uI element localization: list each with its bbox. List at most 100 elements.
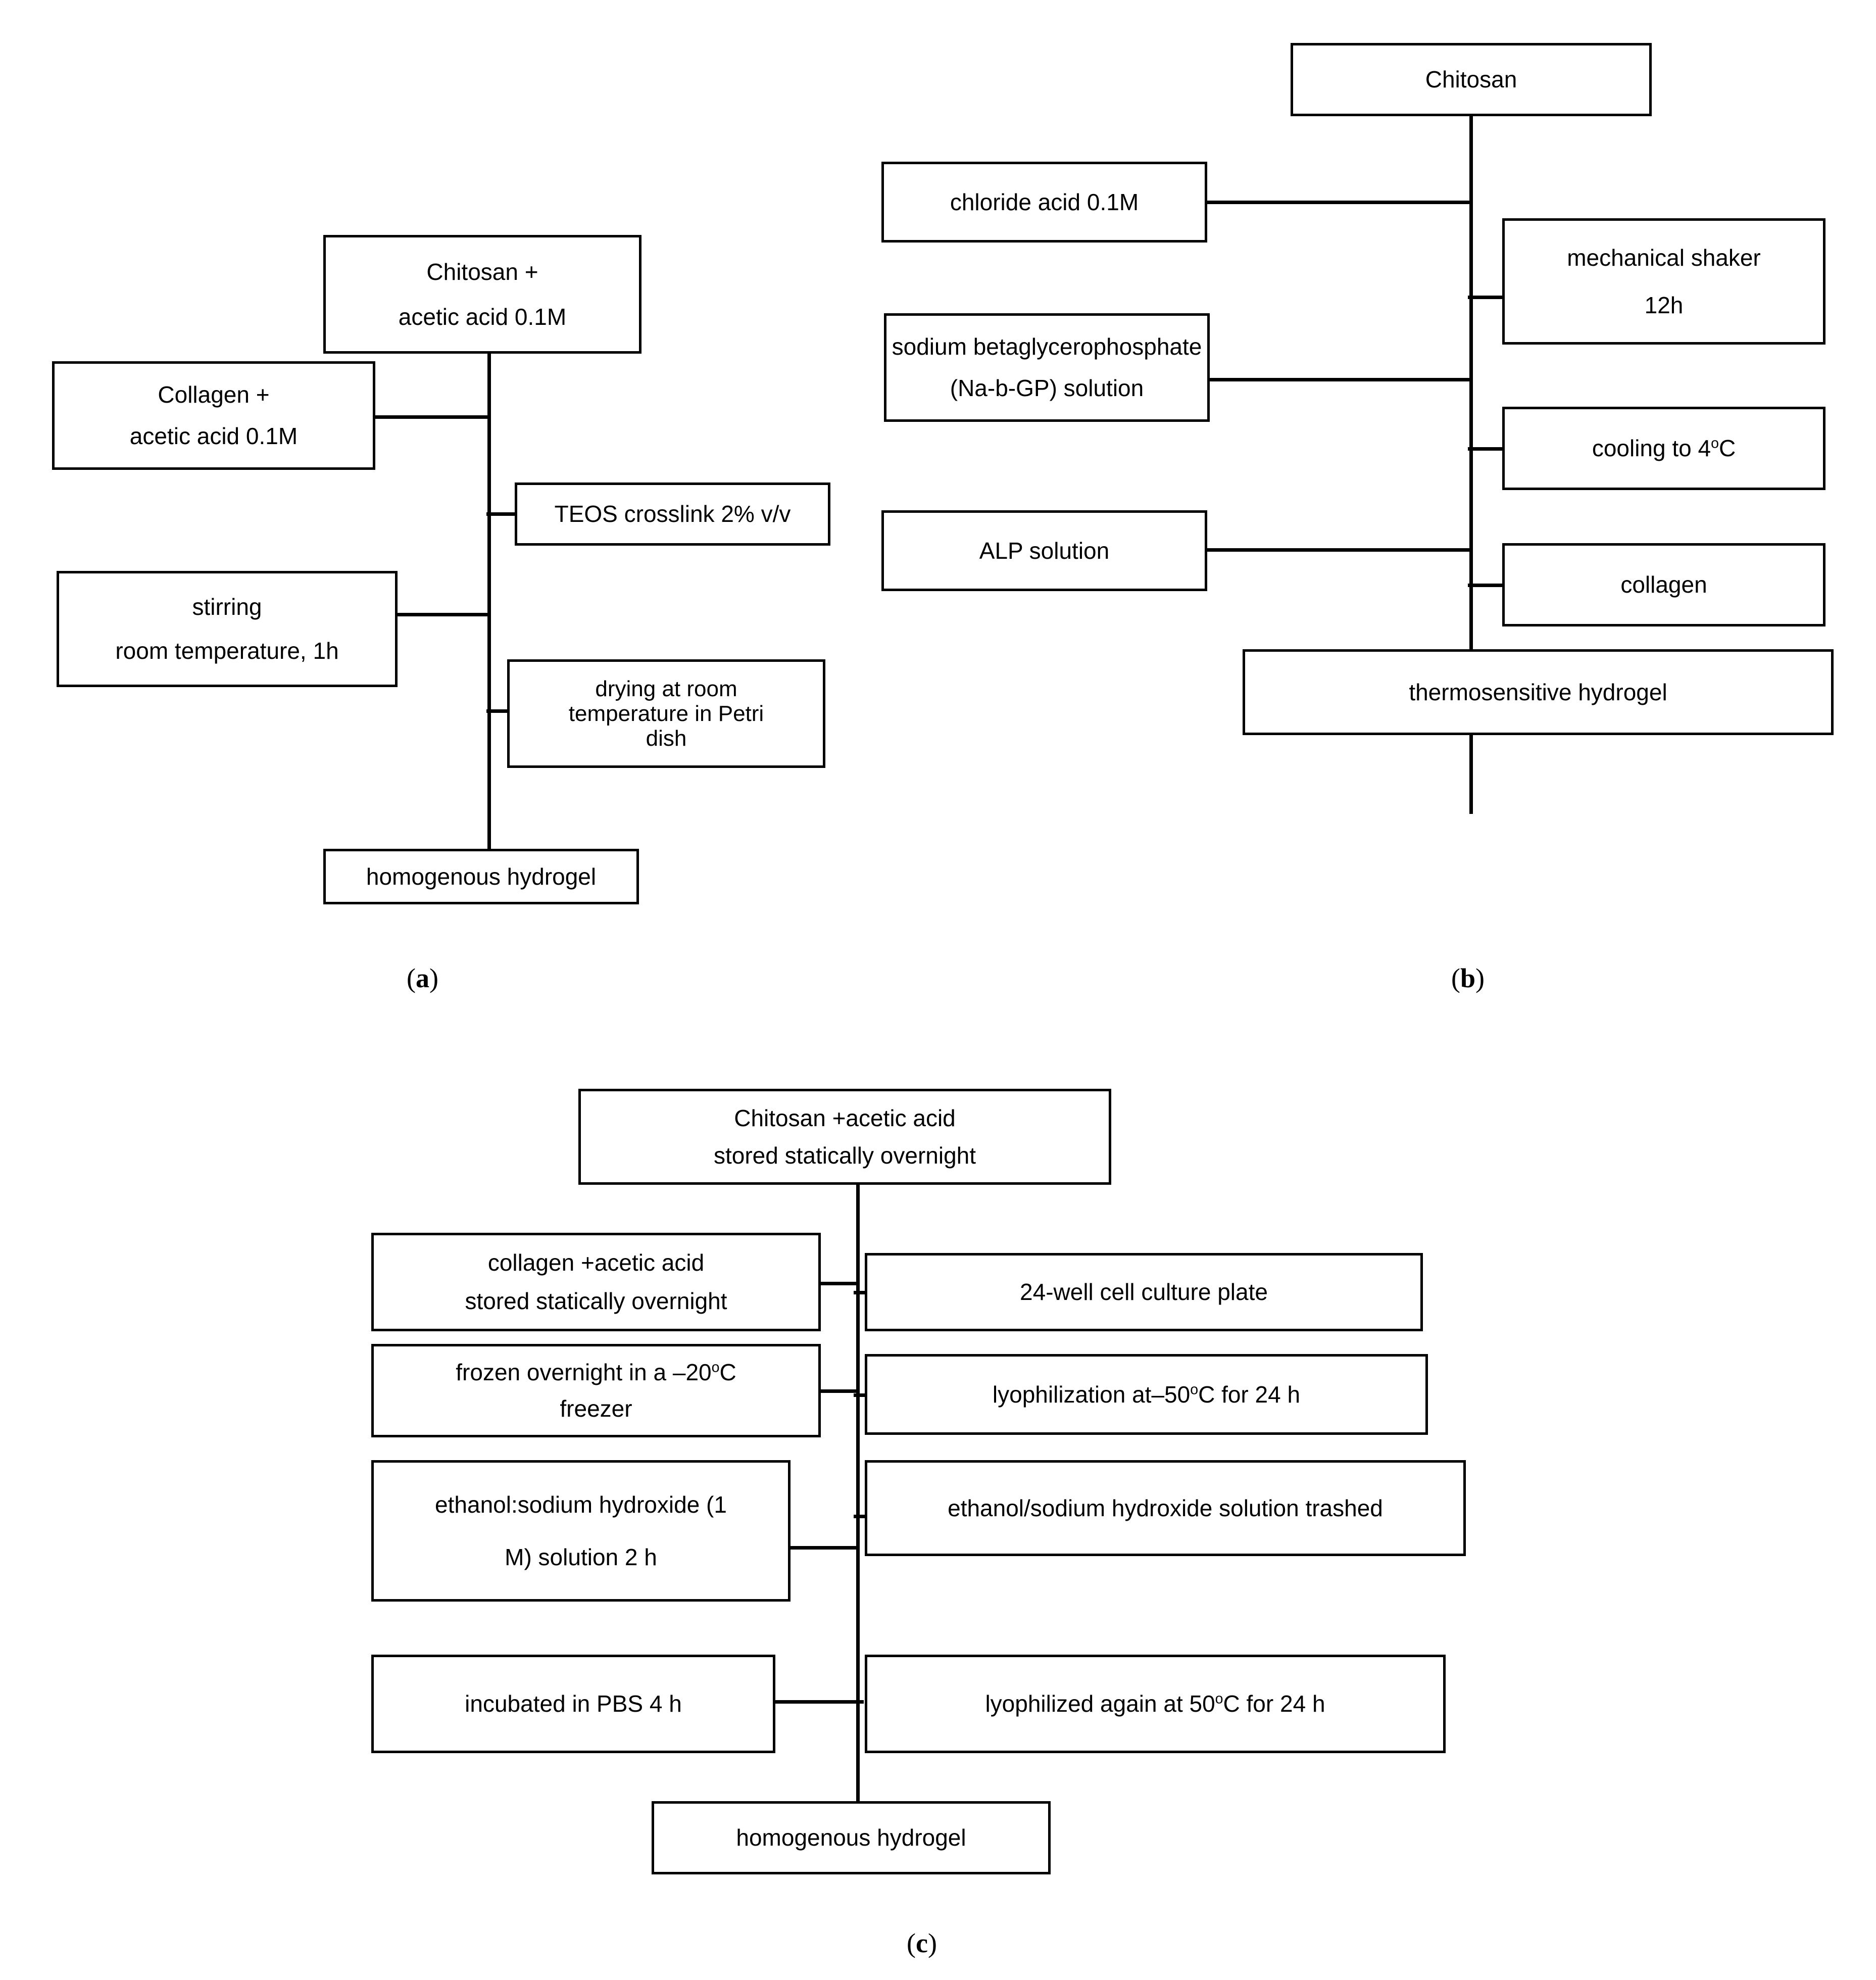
node-line: homogenous hydrogel bbox=[366, 863, 597, 890]
node-drying-petri-dish: drying at room temperature in Petri dish bbox=[507, 659, 825, 768]
lyo1-text: lyophilization at–50 bbox=[992, 1381, 1191, 1408]
node-lyophilization-2: lyophilized again at 50oC for 24 h bbox=[865, 1655, 1446, 1753]
node-line: incubated in PBS 4 h bbox=[465, 1691, 682, 1717]
node-line: ethanol:sodium hydroxide (1 bbox=[435, 1491, 727, 1518]
node-chitosan-acetic-c: Chitosan +acetic acid stored statically … bbox=[578, 1089, 1111, 1185]
node-line: TEOS crosslink 2% v/v bbox=[554, 501, 791, 527]
node-thermosensitive-hydrogel: thermosensitive hydrogel bbox=[1243, 649, 1834, 735]
node-line: collagen +acetic acid bbox=[487, 1249, 705, 1276]
node-line: Chitosan + bbox=[426, 258, 538, 285]
node-alp-solution: ALP solution bbox=[881, 510, 1207, 591]
node-line: dish bbox=[646, 726, 687, 751]
node-line-cooling: cooling to 4oC bbox=[1592, 436, 1736, 461]
node-homogenous-hydrogel-c: homogenous hydrogel bbox=[652, 1801, 1051, 1874]
lyo2-unit: C for 24 h bbox=[1223, 1691, 1325, 1717]
frozen-text: frozen overnight in a –20 bbox=[456, 1359, 712, 1385]
connector-alp bbox=[1206, 548, 1472, 552]
node-line: thermosensitive hydrogel bbox=[1409, 679, 1667, 705]
node-line: acetic acid 0.1M bbox=[398, 303, 567, 330]
node-line: sodium betaglycerophosphate bbox=[892, 333, 1202, 360]
node-line: temperature in Petri bbox=[568, 701, 764, 726]
cooling-unit: C bbox=[1718, 435, 1736, 462]
node-cooling-4c: cooling to 4oC bbox=[1502, 407, 1825, 490]
node-line: Chitosan bbox=[1425, 66, 1517, 93]
node-chitosan-b: Chitosan bbox=[1291, 43, 1652, 116]
connector-na-b-gp bbox=[1207, 378, 1472, 381]
node-line-lyo2: lyophilized again at 50oC for 24 h bbox=[985, 1691, 1325, 1717]
node-line: drying at room bbox=[595, 676, 737, 701]
connector-24-well-plate bbox=[854, 1291, 869, 1294]
node-line: Chitosan +acetic acid bbox=[734, 1104, 956, 1131]
node-line: 24-well cell culture plate bbox=[1020, 1279, 1268, 1306]
node-mechanical-shaker: mechanical shaker 12h bbox=[1502, 218, 1825, 345]
connector-stirring bbox=[396, 613, 490, 616]
node-chloride-acid: chloride acid 0.1M bbox=[881, 162, 1207, 243]
node-line: 12h bbox=[1644, 292, 1684, 318]
node-line: ethanol/sodium hydroxide solution trashe… bbox=[948, 1494, 1383, 1521]
panel-c-caption-letter: c bbox=[915, 1928, 928, 1958]
panel-b-caption-letter: b bbox=[1460, 963, 1476, 993]
degree-superscript: o bbox=[1190, 1381, 1199, 1398]
node-line: ALP solution bbox=[979, 537, 1110, 564]
connector-collagen-c bbox=[818, 1282, 859, 1285]
node-collagen-acetic-c: collagen +acetic acid stored statically … bbox=[371, 1233, 821, 1331]
node-line: stirring bbox=[192, 593, 262, 620]
frozen-unit: C bbox=[719, 1359, 736, 1385]
node-chitosan-acetic-acid: Chitosan + acetic acid 0.1M bbox=[323, 235, 641, 354]
panel-a-caption-letter: a bbox=[415, 963, 429, 993]
node-line: homogenous hydrogel bbox=[736, 1824, 966, 1851]
cooling-text: cooling to 4 bbox=[1592, 435, 1711, 462]
degree-superscript: o bbox=[711, 1359, 720, 1376]
panel-b: Chitosan chloride acid 0.1M mechanical s… bbox=[881, 0, 1876, 1041]
node-line: acetic acid 0.1M bbox=[129, 423, 298, 450]
lyo1-unit: C for 24 h bbox=[1198, 1381, 1301, 1408]
connector-ethanol-trashed bbox=[854, 1515, 869, 1518]
connector-incubated-pbs bbox=[773, 1700, 864, 1704]
node-line: stored statically overnight bbox=[713, 1142, 976, 1169]
connector-collagen bbox=[374, 415, 490, 419]
panel-c-caption: (c) bbox=[907, 1928, 937, 1958]
panel-c-spine bbox=[856, 1157, 860, 1839]
node-line-lyo1: lyophilization at–50oC for 24 h bbox=[992, 1381, 1301, 1408]
lyo2-text: lyophilized again at 50 bbox=[985, 1691, 1215, 1717]
node-line: Collagen + bbox=[158, 381, 270, 408]
panel-a-spine bbox=[487, 354, 491, 854]
degree-superscript: o bbox=[1215, 1691, 1223, 1707]
node-line: room temperature, 1h bbox=[115, 638, 339, 664]
node-incubated-pbs: incubated in PBS 4 h bbox=[371, 1655, 775, 1753]
connector-collagen-b bbox=[1468, 584, 1504, 587]
connector-chloride-acid bbox=[1206, 201, 1472, 204]
degree-superscript: o bbox=[1711, 435, 1719, 452]
node-ethanol-naoh-trashed: ethanol/sodium hydroxide solution trashe… bbox=[865, 1460, 1466, 1556]
node-ethanol-naoh-solution: ethanol:sodium hydroxide (1 M) solution … bbox=[371, 1460, 791, 1602]
connector-lyophilization-1 bbox=[854, 1393, 869, 1397]
node-24-well-plate: 24-well cell culture plate bbox=[865, 1253, 1423, 1331]
node-lyophilization-1: lyophilization at–50oC for 24 h bbox=[865, 1354, 1428, 1435]
node-frozen-overnight: frozen overnight in a –20oC freezer bbox=[371, 1344, 821, 1437]
panel-b-caption: (b) bbox=[1451, 963, 1485, 993]
panel-c: Chitosan +acetic acid stored statically … bbox=[0, 1041, 1876, 1980]
node-collagen-b: collagen bbox=[1502, 543, 1825, 626]
node-line-frozen: frozen overnight in a –20oC bbox=[456, 1360, 736, 1385]
connector-teos bbox=[486, 512, 517, 516]
connector-cooling bbox=[1468, 447, 1504, 451]
node-line: mechanical shaker bbox=[1567, 244, 1761, 271]
node-stirring: stirring room temperature, 1h bbox=[57, 571, 398, 687]
connector-ethanol-naoh bbox=[788, 1546, 859, 1550]
node-collagen-acetic-acid: Collagen + acetic acid 0.1M bbox=[52, 361, 375, 470]
node-homogenous-hydrogel-a: homogenous hydrogel bbox=[323, 849, 639, 904]
panel-a: Chitosan + acetic acid 0.1M Collagen + a… bbox=[0, 0, 889, 1041]
panel-a-caption: (a) bbox=[407, 963, 438, 993]
node-line: collagen bbox=[1620, 571, 1707, 598]
node-line: chloride acid 0.1M bbox=[950, 188, 1139, 215]
panel-b-spine bbox=[1469, 116, 1473, 814]
node-line: (Na-b-GP) solution bbox=[950, 375, 1144, 402]
connector-mechanical-shaker bbox=[1468, 296, 1506, 299]
connector-frozen bbox=[818, 1389, 859, 1393]
node-na-b-gp-solution: sodium betaglycerophosphate (Na-b-GP) so… bbox=[884, 313, 1210, 422]
node-line: M) solution 2 h bbox=[505, 1543, 657, 1570]
node-line: stored statically overnight bbox=[465, 1288, 727, 1315]
connector-drying bbox=[486, 709, 512, 713]
node-line: freezer bbox=[560, 1395, 632, 1422]
